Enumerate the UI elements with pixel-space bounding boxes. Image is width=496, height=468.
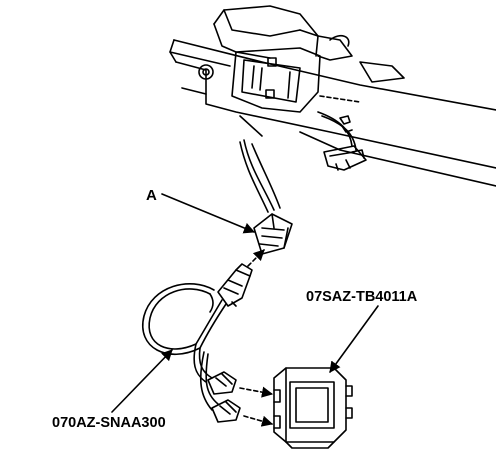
harness-part-number: 070AZ-SNAA300: [52, 415, 166, 431]
vehicle-frame: [169, 5, 496, 187]
callout-a-leader: [161, 193, 256, 234]
connection-guide-module-upper: [239, 386, 274, 398]
harness-connector: [217, 263, 253, 307]
callout-a-label: A: [146, 187, 157, 204]
callout-module-leader: [329, 305, 379, 373]
connection-guide-a: [247, 249, 265, 267]
harness-coil: [141, 282, 227, 411]
vehicle-side-connector: [323, 145, 367, 171]
harness-plug-upper: [207, 371, 237, 395]
connector-a: [253, 213, 293, 255]
module-part-number: 07SAZ-TB4011A: [306, 289, 418, 305]
connection-guide-module-lower: [243, 415, 274, 427]
harness-plug-lower: [211, 399, 241, 423]
control-module: [273, 367, 353, 449]
vehicle-side-cable: [317, 111, 357, 151]
harness-upper-wires: [239, 139, 281, 213]
callout-harness-leader: [111, 349, 173, 413]
